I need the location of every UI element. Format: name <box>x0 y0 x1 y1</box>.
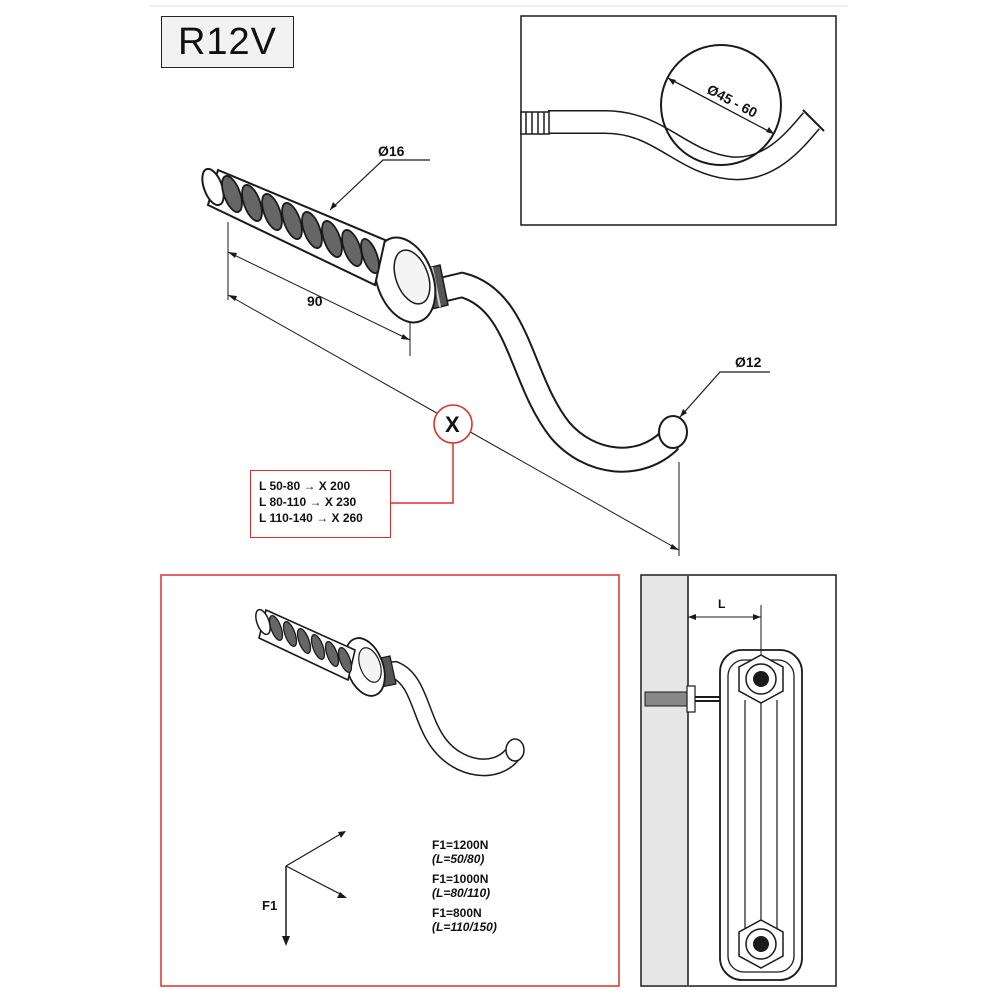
inset-rod-end <box>802 109 825 132</box>
plug-diameter-leader <box>329 159 430 211</box>
force-condition: (L=80/110) <box>432 886 491 900</box>
length-table: L 50-80 → X 200 L 80-110 → X 230 L 110-1… <box>250 470 391 538</box>
hook-diameter-label: Ø12 <box>735 354 762 370</box>
installation-panel: L <box>640 574 837 987</box>
force-axes <box>282 831 347 946</box>
bend-detail-inset: Ø45 - 60 <box>520 15 837 226</box>
small-hook-rod <box>372 662 518 775</box>
length-row: L 50-80 → X 200 <box>259 479 351 493</box>
hook-rod <box>417 273 678 471</box>
force-axis-label: F1 <box>262 898 277 913</box>
ribbed-wall-plug <box>201 167 387 287</box>
wall-anchor-plug <box>644 691 691 707</box>
load-panel-frame <box>160 574 620 987</box>
small-plug <box>255 608 356 682</box>
inset-rod <box>548 111 821 179</box>
force-value: F1=800N <box>432 906 482 920</box>
plug-length-label: 90 <box>307 293 323 309</box>
inset-thread <box>520 111 550 135</box>
hook-rod-end <box>658 415 688 449</box>
length-row: L 80-110 → X 230 <box>259 495 357 509</box>
force-condition: (L=50/80) <box>432 852 485 866</box>
distance-dimension <box>687 605 762 655</box>
distance-label: L <box>718 597 725 611</box>
plug-diameter-label: Ø16 <box>378 143 405 159</box>
small-hook-end <box>505 738 525 762</box>
wall-anchor-washer <box>686 685 696 713</box>
plug-length-dimension <box>227 222 411 356</box>
wall <box>642 576 688 985</box>
force-condition: (L=110/150) <box>432 920 497 934</box>
main-anchor-drawing: Ø16 90 Ø12 X <box>201 143 770 556</box>
force-value: F1=1200N <box>432 838 489 852</box>
product-code-box: R12V <box>161 16 294 68</box>
hook-diameter-leader <box>679 371 770 418</box>
x-marker-label: X <box>445 412 460 437</box>
length-row: L 110-140 → X 260 <box>259 511 363 525</box>
product-code: R12V <box>177 20 278 63</box>
bend-radius-circle <box>660 44 782 166</box>
force-values: F1=1200N (L=50/80) F1=1000N (L=80/110) F… <box>432 838 582 940</box>
x-marker-leader <box>391 443 454 504</box>
bend-diameter-line <box>667 77 775 135</box>
radiator <box>719 649 803 981</box>
force-value: F1=1000N <box>432 872 489 886</box>
washer-inner <box>393 249 431 305</box>
load-diagram-panel: F1 <box>160 574 620 987</box>
